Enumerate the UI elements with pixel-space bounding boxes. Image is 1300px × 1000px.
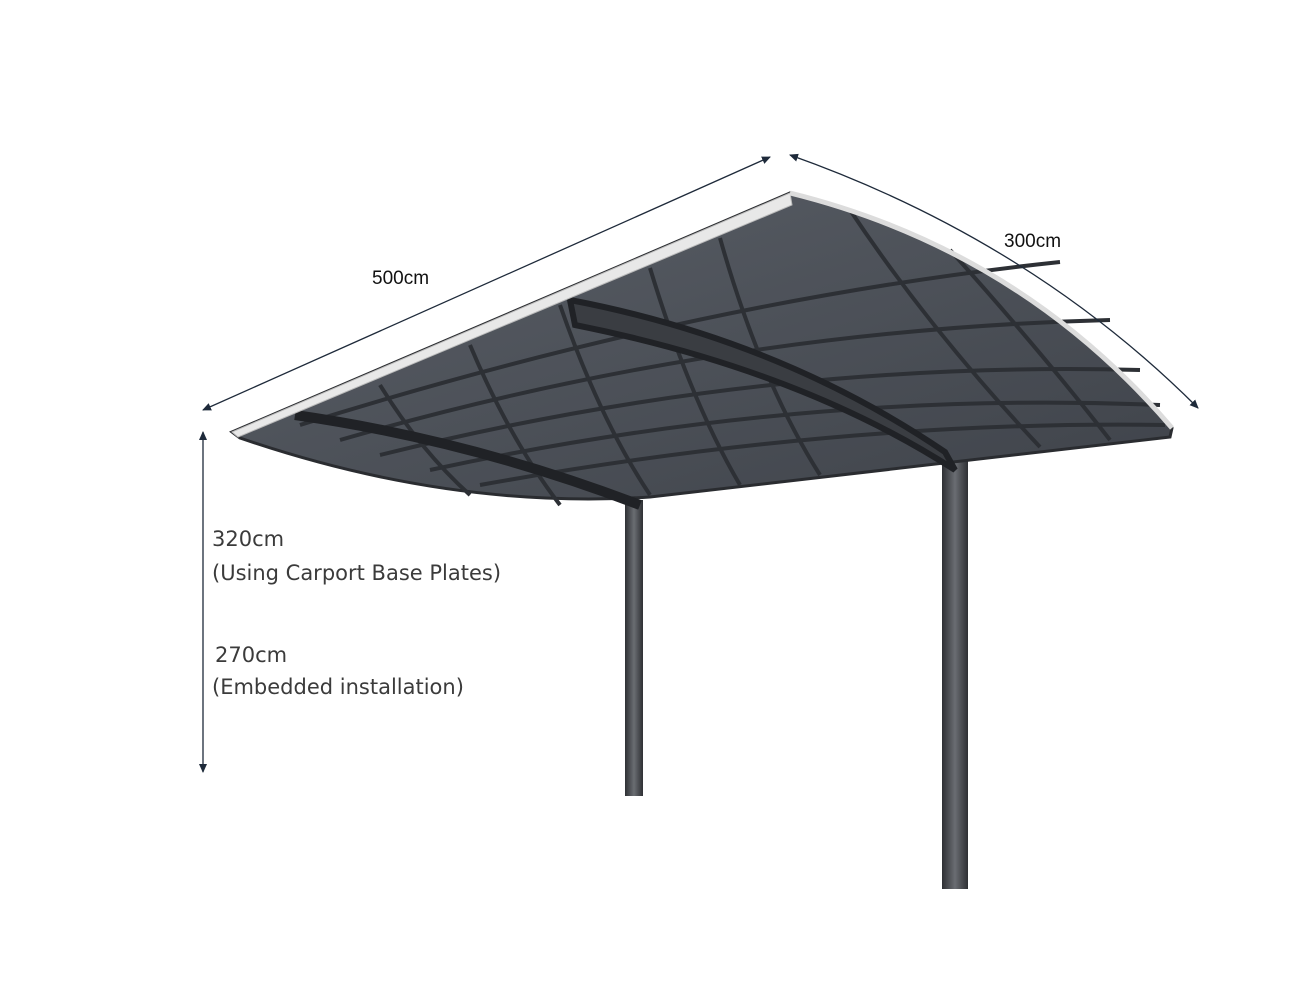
height-embedded-note: (Embedded installation)	[212, 675, 464, 699]
width-dimension-line	[789, 153, 1199, 409]
height-base-plates-note: (Using Carport Base Plates)	[212, 561, 502, 585]
height-base-plates-label: 320cm	[212, 527, 285, 551]
length-dimension-line	[202, 156, 771, 411]
post-right	[942, 455, 968, 889]
height-embedded-label: 270cm	[215, 643, 288, 667]
roof-beam-front	[294, 410, 642, 510]
length-label: 500cm	[372, 268, 430, 289]
width-label: 300cm	[1004, 231, 1062, 252]
post-left	[625, 500, 643, 796]
